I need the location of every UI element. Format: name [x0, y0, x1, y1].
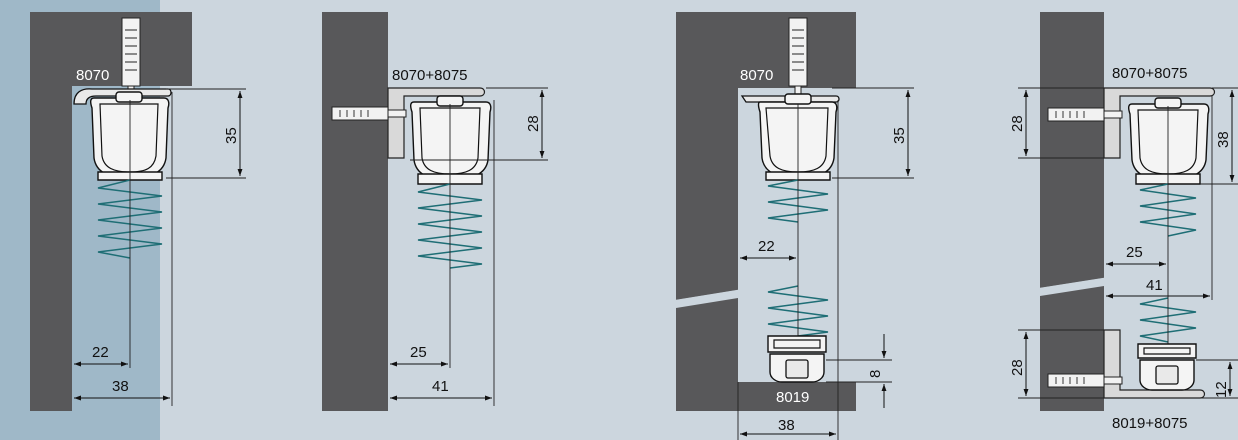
dim-bracket-bottom-label: 28 [1009, 359, 1026, 376]
bracket-top [1103, 87, 1216, 159]
bracket [387, 87, 486, 159]
side-wall [322, 12, 388, 411]
dim-total-width-label: 38 [112, 378, 129, 395]
ceiling-block [30, 12, 192, 86]
wall-dowel-icon [1047, 107, 1123, 122]
model-label: 8070+8075 [1112, 65, 1188, 82]
ceiling-dowel-icon [788, 17, 808, 101]
wall-dowel-icon [331, 106, 407, 121]
dim-height-label: 35 [223, 127, 240, 144]
dim-bottom-height-label: 12 [1213, 381, 1230, 398]
wall-break [1035, 277, 1107, 294]
panel-1: 8070 35 22 38 [0, 0, 246, 440]
dim-bottom-height-label: 8 [867, 370, 884, 378]
wall-dowel-icon [1047, 373, 1123, 388]
rail-profile [409, 95, 492, 185]
dim-total-width-label: 38 [778, 417, 795, 434]
dim-height-label: 38 [1215, 131, 1232, 148]
dim-outer-width-label: 41 [1146, 277, 1163, 294]
wall-break [671, 289, 741, 306]
dim-inner-width-label: 25 [1126, 244, 1143, 261]
bottom-profile [767, 335, 827, 383]
dim-total-width-label: 41 [432, 378, 449, 395]
spring-lower [1139, 297, 1197, 343]
dim-bracket-top-label: 28 [1009, 115, 1026, 132]
panel-4: 8070+8075 8019+8075 28 [1009, 12, 1238, 432]
spring-upper [767, 179, 829, 223]
dim-inner-width-label: 22 [92, 344, 109, 361]
bottom-label: 8019+8075 [1112, 415, 1188, 432]
rail-profile [740, 93, 840, 181]
rail-profile [1127, 97, 1210, 185]
ceiling-block [676, 12, 856, 88]
panel-2: 8070+8075 28 25 41 [322, 12, 548, 411]
model-label: 8070 [76, 67, 109, 84]
bottom-label: 8019 [776, 389, 809, 406]
dim-height-label: 35 [891, 127, 908, 144]
dim-height-label: 28 [525, 115, 542, 132]
dim-inner-width-label: 25 [410, 344, 427, 361]
side-wall [676, 88, 738, 300]
model-label: 8070 [740, 67, 773, 84]
side-wall-lower [676, 298, 738, 382]
side-wall [30, 86, 72, 411]
bottom-profile [1137, 343, 1197, 391]
dim-inner-width-label: 22 [758, 238, 775, 255]
model-label: 8070+8075 [392, 67, 468, 84]
side-wall-lower [1040, 286, 1104, 411]
panel-3: 8070 8019 35 22 8 [671, 12, 914, 440]
spring [97, 179, 163, 259]
side-wall [1040, 12, 1104, 288]
